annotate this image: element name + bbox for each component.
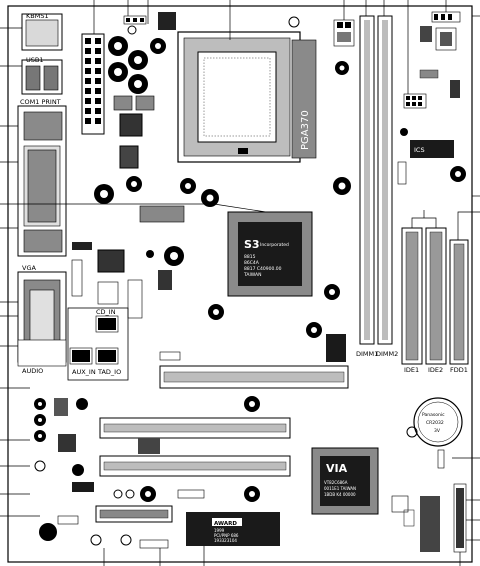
svg-text:ICS: ICS <box>414 146 425 154</box>
svg-text:1BDB K4 00000: 1BDB K4 00000 <box>324 492 356 497</box>
tad-label: TAD_IO <box>97 368 121 376</box>
s3-brand: S3 <box>244 238 260 251</box>
pci-slot-1 <box>99 417 291 439</box>
jumper-block-top <box>333 19 355 47</box>
audio-label: AUDIO <box>22 367 43 375</box>
via-brand: VIA <box>326 462 348 475</box>
svg-text:86C4A: 86C4A <box>244 260 260 266</box>
capacitor-cluster-top <box>94 25 219 207</box>
ide1-label: IDE1 <box>404 366 419 374</box>
fdd1-label: FDD1 <box>450 366 468 374</box>
clock-chip: ICS <box>410 140 454 158</box>
svg-text:PCI/PNP 686: PCI/PNP 686 <box>214 533 239 538</box>
svg-text:1999: 1999 <box>214 528 225 533</box>
jumper-jp-mid-right <box>403 93 427 109</box>
awards-label: AWARD <box>214 521 237 527</box>
awards-bios-chip: AWARD 1999 PCI/PNP 686 193323104 <box>186 512 280 546</box>
dimm1-label: DIMM1 <box>356 350 378 358</box>
svg-text:VT82C686A: VT82C686A <box>324 480 348 485</box>
s3-savage-chipset: S3 Incorporated 8815 86C4A 8817 C40900.0… <box>227 211 313 297</box>
battery-voltage: 3V <box>434 428 441 434</box>
voltage-regulators <box>113 95 155 169</box>
battery-model: CR2032 <box>426 420 444 426</box>
lower-left-components <box>34 398 132 546</box>
vga-label: VGA <box>22 264 36 272</box>
ide2-connector: IDE2 <box>425 227 447 374</box>
mount-hole-top <box>288 16 300 28</box>
ic-pci <box>138 438 160 454</box>
svg-text:193323104: 193323104 <box>214 538 237 543</box>
ide1-connector: IDE1 <box>401 227 423 374</box>
socket-lever-mark <box>238 148 248 154</box>
com1-print-label: COM1 PRINT <box>20 98 61 106</box>
com1-print-connector: COM1 PRINT <box>17 98 67 257</box>
audio-area: CD_IN AUX_IN TAD_IO <box>67 259 172 381</box>
usb1-label: USB1 <box>26 56 43 64</box>
vreg-mid <box>326 334 346 362</box>
ide2-label: IDE2 <box>428 366 443 374</box>
atx-power-connector <box>81 33 105 135</box>
cmos-battery: Panasonic CR2032 3V <box>413 397 463 447</box>
dimm2-slot: DIMM2 <box>376 15 398 358</box>
cd-in-label: CD_IN <box>96 308 116 316</box>
audio-connector: AUDIO <box>17 339 67 375</box>
jumper-area-top-right <box>419 11 461 98</box>
pci-slot-2 <box>99 455 291 477</box>
svg-text:8815: 8815 <box>244 254 256 260</box>
svg-text:8817 C40900.00: 8817 C40900.00 <box>244 266 282 272</box>
kbms-connector: KBMS1 <box>21 12 63 51</box>
cpu-socket-pga370: PGA370 <box>177 31 317 163</box>
agp-slot <box>159 365 349 389</box>
svg-text:TAIWAN: TAIWAN <box>243 272 261 278</box>
aux-in-label: AUX_IN <box>72 368 96 376</box>
leader-lines-left <box>0 27 40 517</box>
svg-text:0011E1 TAIWAN: 0011E1 TAIWAN <box>324 486 356 491</box>
fdd1-connector: FDD1 <box>449 239 469 374</box>
usb-header-bottom <box>95 505 173 549</box>
battery-brand: Panasonic <box>422 412 445 418</box>
board-outline <box>7 5 473 563</box>
s3-brand-suffix: Incorporated <box>260 242 289 248</box>
fan-header-top <box>123 15 147 25</box>
regulator-top <box>158 12 176 30</box>
cmos-capacitors-mid <box>72 205 185 273</box>
kbms-label: KBMS1 <box>26 12 49 20</box>
pga370-label: PGA370 <box>300 110 311 150</box>
usb1-connector: USB1 <box>21 56 63 95</box>
bottom-right-components <box>403 483 467 553</box>
dimm2-label: DIMM2 <box>376 350 398 358</box>
via-southbridge-chip: VIA VT82C686A 0011E1 TAIWAN 1BDB K4 0000… <box>311 447 379 515</box>
dimm1-slot: DIMM1 <box>356 15 378 358</box>
mount-hole-left <box>76 398 88 410</box>
